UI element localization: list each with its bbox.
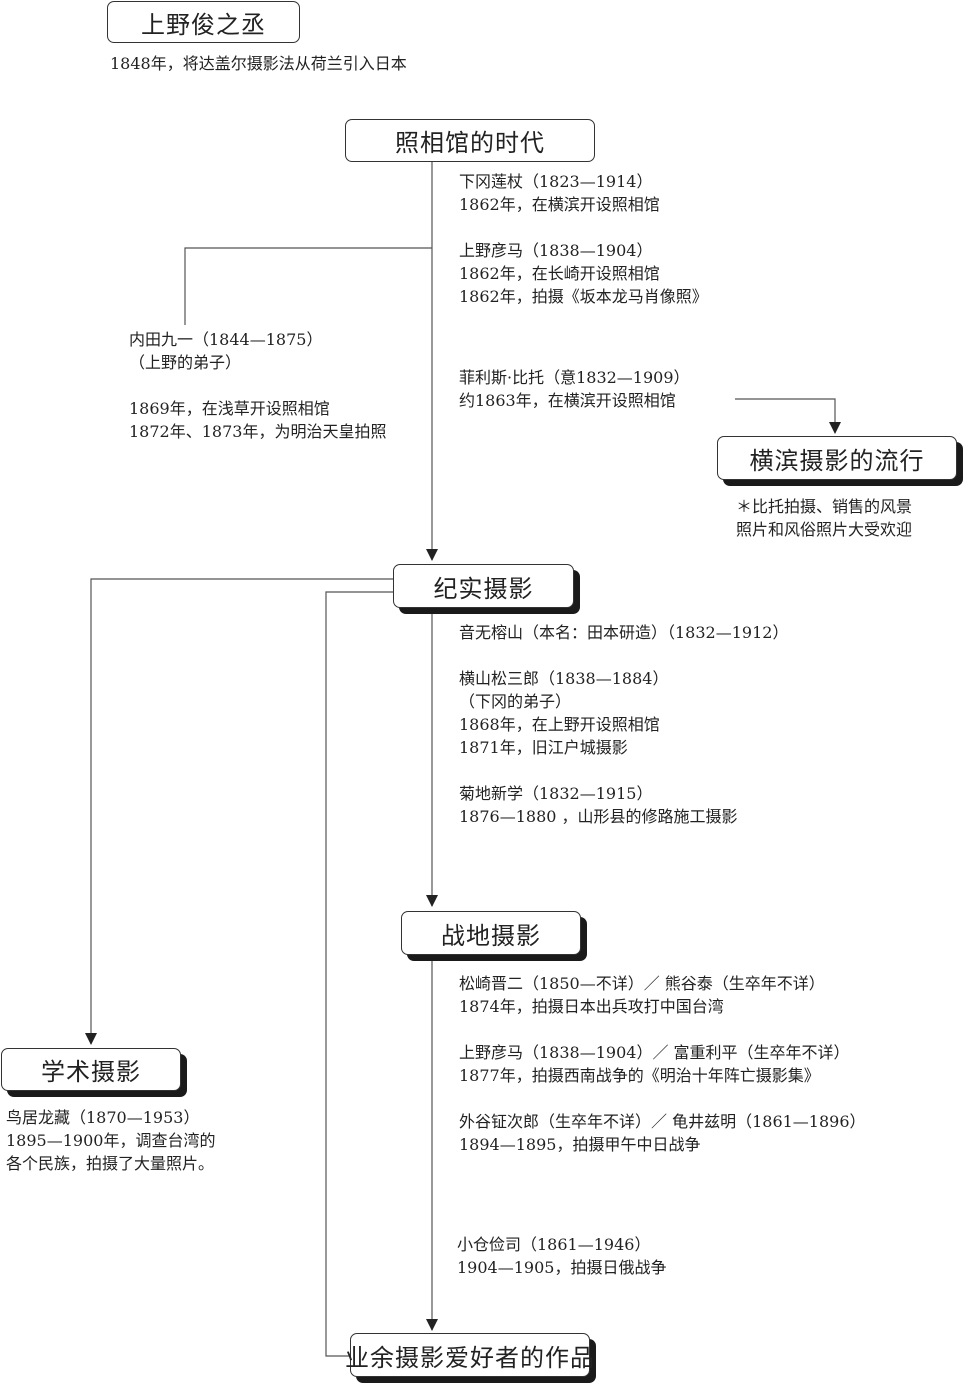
note-shimooka: 下冈莲杖（1823—1914） 1862年，在横滨开设照相馆: [459, 172, 660, 214]
note-toya: 外谷钲次郎（生卒年不详）／ 龟井兹明（1861—1896） 1894—1895，…: [459, 1112, 866, 1154]
node-studio-era: 照相馆的时代: [345, 119, 595, 162]
node-war: 战地摄影: [401, 911, 581, 955]
note-otonashi: 音无榕山（本名：田本研造）（1832—1912）: [459, 623, 789, 642]
note-kikuchi: 菊地新学（1832—1915） 1876—1880 ，山形县的修路施工摄影: [459, 784, 738, 826]
node-documentary: 纪实摄影: [393, 564, 574, 608]
note-yokohama: ＊比托拍摄、销售的风景 照片和风俗照片大受欢迎: [736, 497, 913, 539]
note-yokoyama: 横山松三郎（1838—1884） （下冈的弟子） 1868年，在上野开设照相馆 …: [459, 669, 669, 757]
line-branch-uchida: [184, 247, 432, 325]
node-academic: 学术摄影: [1, 1048, 181, 1091]
node-ueno-shunnojo: 上野俊之丞: [107, 1, 300, 43]
line-beato-to-yokohama: [735, 398, 841, 434]
note-torii: 鸟居龙藏（1870—1953） 1895—1900年，调查台湾的 各个民族，拍摄…: [6, 1108, 216, 1173]
note-ogura: 小仓俭司（1861—1946） 1904—1905，拍摄日俄战争: [457, 1235, 667, 1277]
line-documentary-to-amateur: [325, 591, 393, 1357]
note-uchida: 内田九一（1844—1875） （上野的弟子） 1869年，在浅草开设照相馆 1…: [129, 330, 387, 441]
note-ueno-tomishige: 上野彦马（1838—1904）／ 富重利平（生卒年不详） 1877年，拍摄西南战…: [459, 1043, 850, 1085]
node-yokohama-popularity: 横滨摄影的流行: [717, 436, 957, 480]
note-matsuzaki: 松崎晋二（1850—不详）／ 熊谷泰（生卒年不详） 1874年，拍摄日本出兵攻打…: [459, 974, 825, 1016]
note-ueno-hikoma: 上野彦马（1838—1904） 1862年，在长崎开设照相馆 1862年，拍摄《…: [459, 241, 708, 306]
node-amateur: 业余摄影爱好者的作品: [345, 1333, 594, 1377]
note-beato: 菲利斯·比托（意1832—1909） 约1863年，在横滨开设照相馆: [459, 368, 690, 410]
note-ueno-shunnojo: 1848年，将达盖尔摄影法从荷兰引入日本: [110, 54, 407, 73]
line-documentary-to-academic: [85, 578, 393, 1045]
